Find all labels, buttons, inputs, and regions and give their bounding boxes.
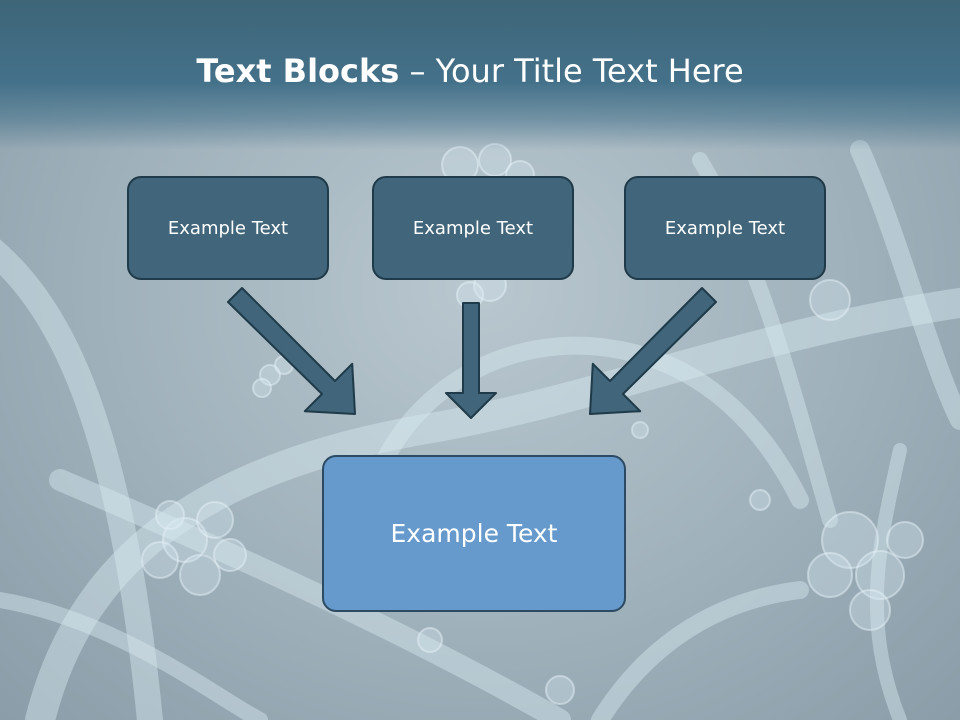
- text-block-left[interactable]: Example Text: [127, 176, 329, 280]
- title-bar: [0, 0, 960, 150]
- text-block-bottom[interactable]: Example Text: [322, 455, 626, 612]
- arrow-down-icon: [445, 302, 497, 419]
- text-block-right-label: Example Text: [664, 217, 786, 239]
- text-block-left-label: Example Text: [167, 217, 289, 239]
- text-block-bottom-label: Example Text: [390, 519, 558, 548]
- title-rest: Your Title Text Here: [435, 52, 744, 90]
- text-block-middle[interactable]: Example Text: [372, 176, 574, 280]
- arrow-down-right-icon: [227, 287, 356, 415]
- text-block-middle-label: Example Text: [412, 217, 534, 239]
- title-bold-part: Text Blocks: [196, 52, 400, 90]
- slide-title: Text Blocks – Your Title Text Here: [0, 52, 960, 90]
- title-dash: –: [399, 52, 436, 90]
- arrow-down-left-icon: [589, 287, 717, 415]
- text-block-right[interactable]: Example Text: [624, 176, 826, 280]
